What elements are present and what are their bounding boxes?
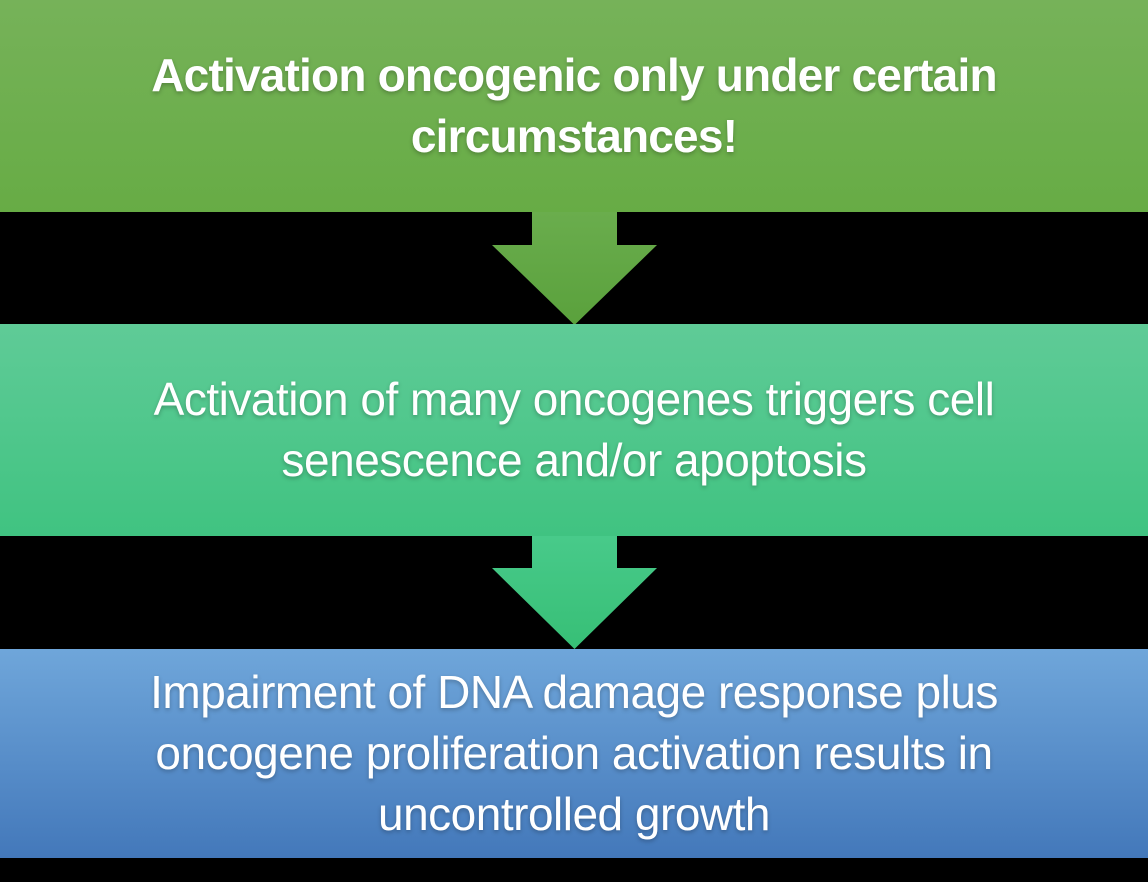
flow-box-uncontrolled-growth: Impairment of DNA damage response plus o…: [0, 649, 1148, 858]
down-arrow-icon-1: [492, 212, 657, 325]
box3-line-3: uncontrolled growth: [378, 788, 770, 840]
box1-line-1: Activation oncogenic only under certain: [151, 49, 997, 101]
down-arrow-shape-1: [492, 212, 657, 325]
flow-box-senescence-apoptosis: Activation of many oncogenes triggers ce…: [0, 324, 1148, 536]
box1-line-2: circumstances!: [410, 110, 738, 162]
box2-line-2: senescence and/or apoptosis: [281, 434, 867, 486]
flow-box-oncogenic-activation: Activation oncogenic only under certain …: [0, 0, 1148, 212]
down-arrow-shape-2: [492, 536, 657, 649]
box3-line-2: oncogene proliferation activation result…: [155, 727, 993, 779]
box2-line-1: Activation of many oncogenes triggers ce…: [153, 373, 995, 425]
box3-line-1: Impairment of DNA damage response plus: [150, 666, 998, 718]
down-arrow-icon-2: [492, 536, 657, 649]
